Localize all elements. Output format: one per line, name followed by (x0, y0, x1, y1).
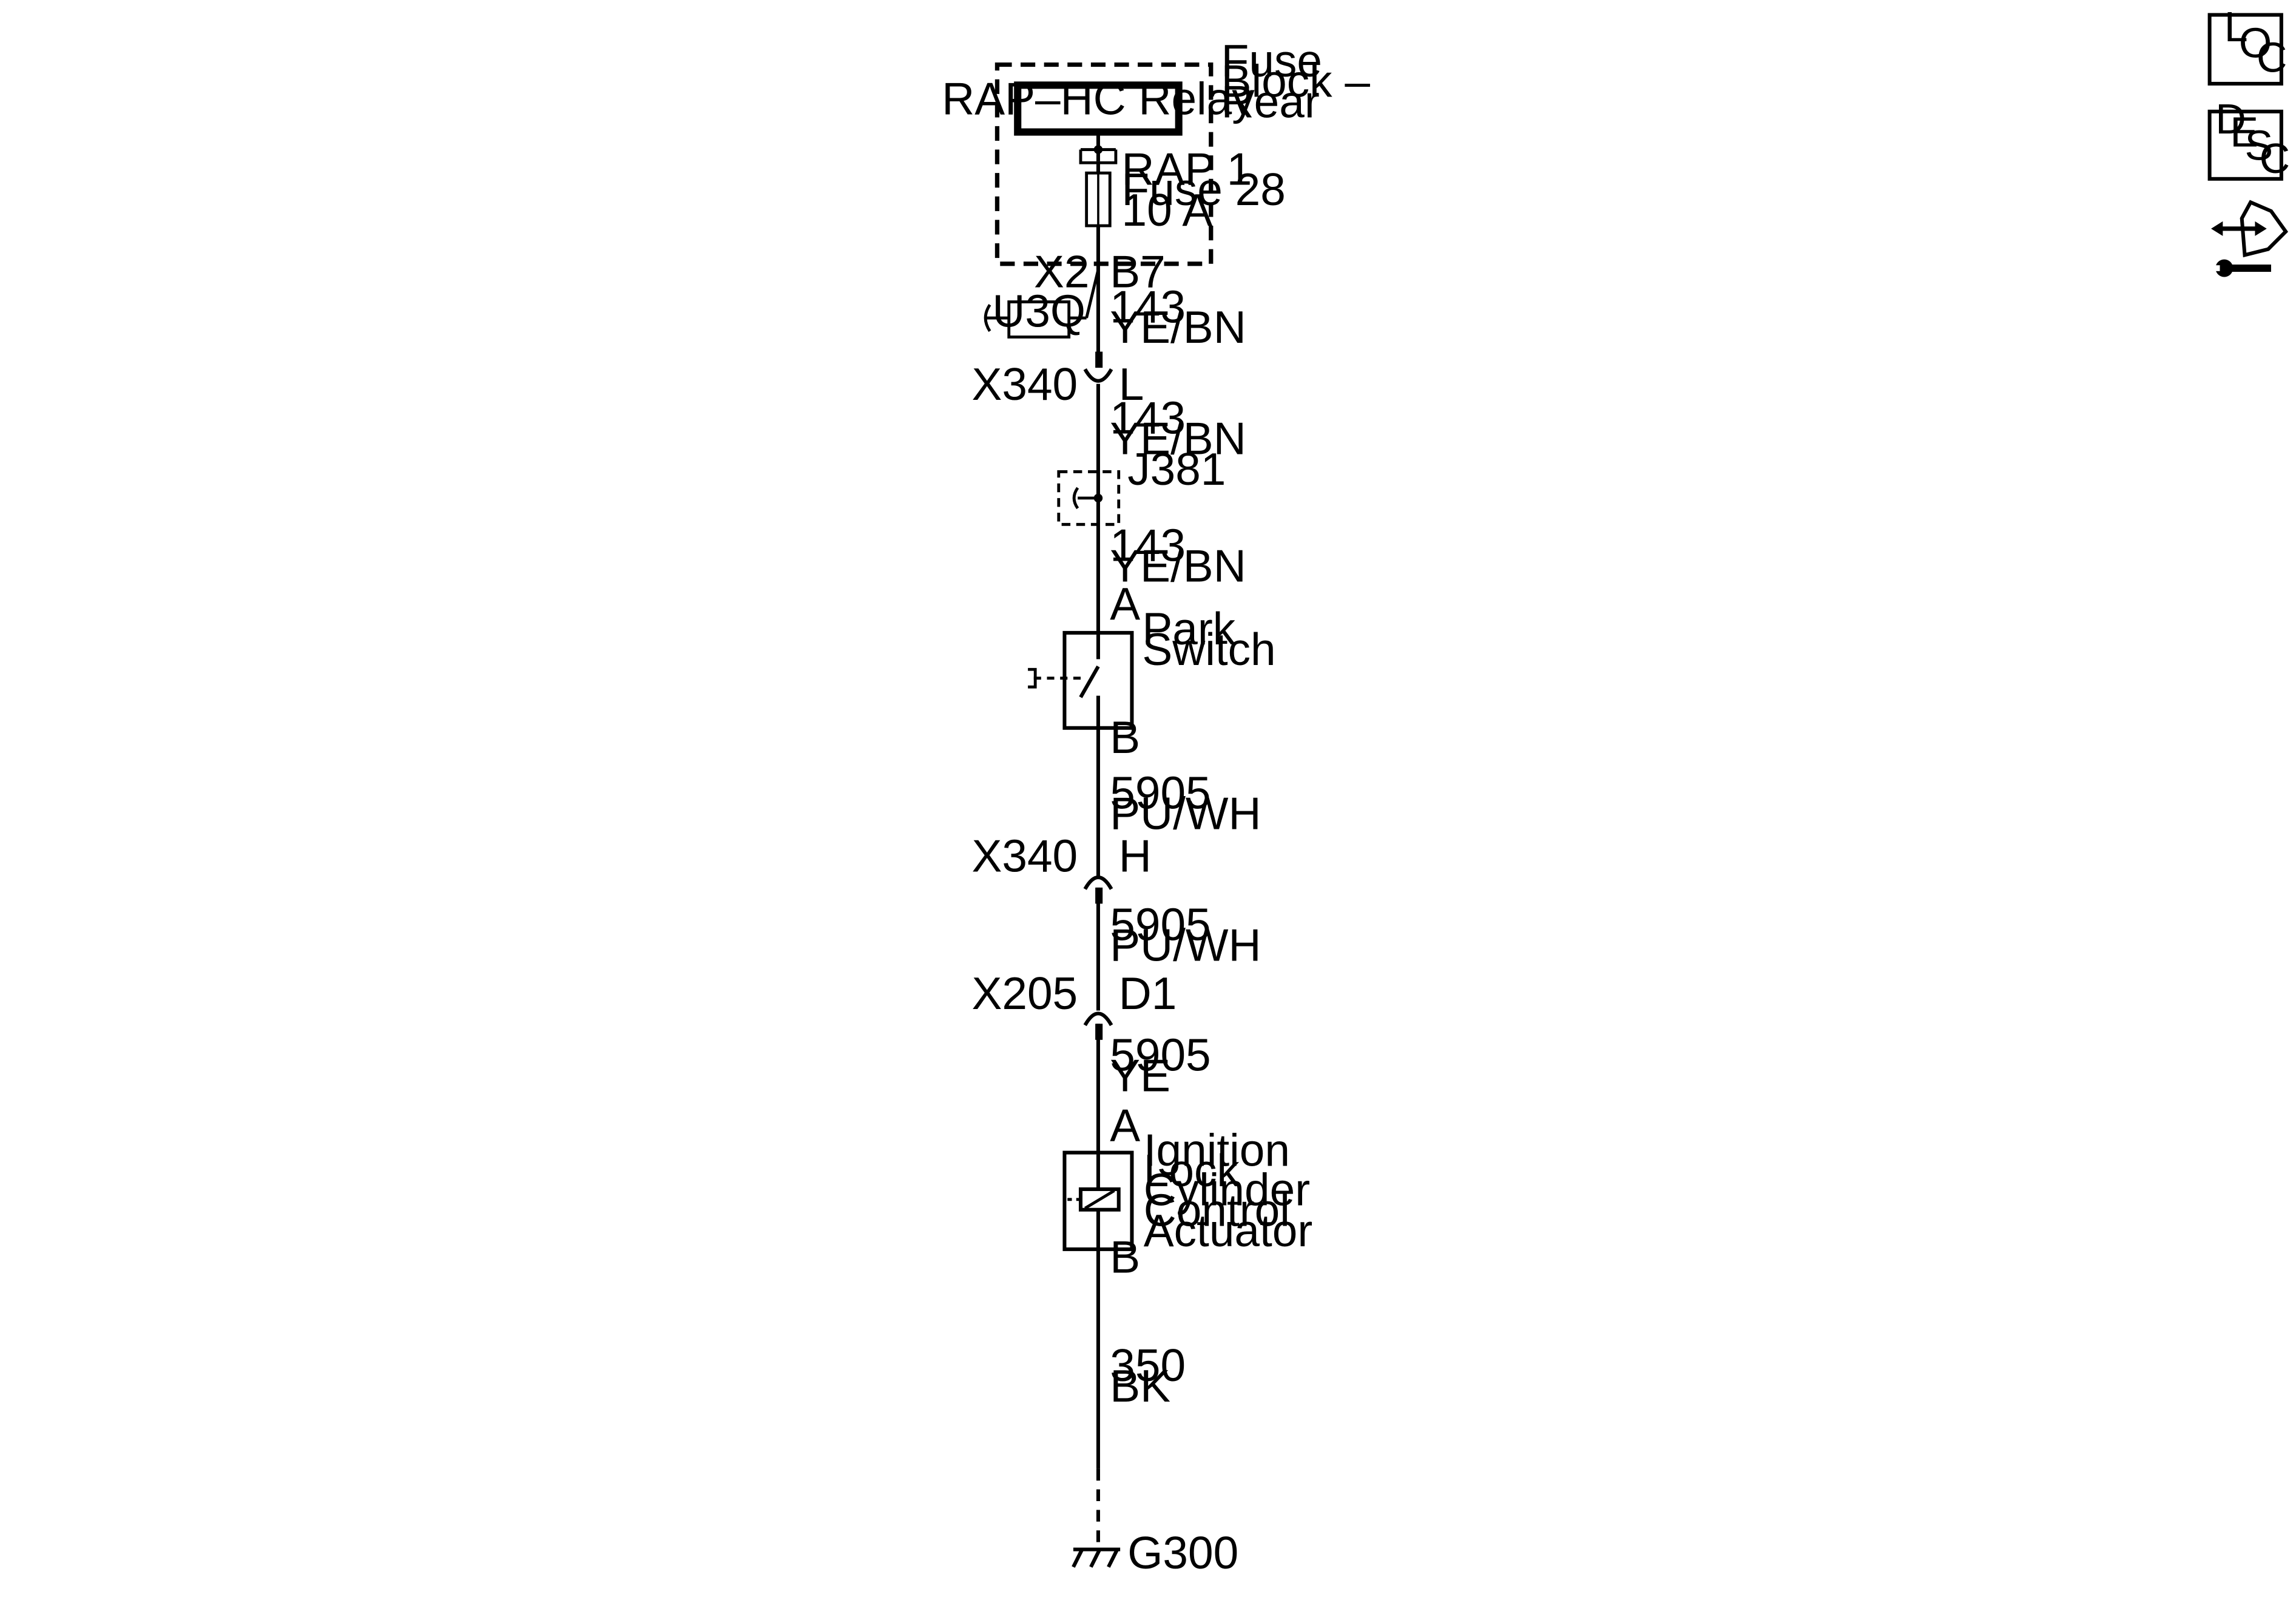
wire-2-color: YE/BN (1110, 413, 1246, 464)
fuse-label-line1: RAP 1 (1122, 143, 1252, 194)
wire-7-color: BK (1110, 1360, 1170, 1411)
wire-5-color: PU/WH (1110, 919, 1261, 970)
option-u3q[interactable]: U3Q (984, 269, 1100, 339)
connector-x340-h-pin: H (1119, 830, 1152, 881)
loc-button[interactable]: L O C (2207, 3, 2288, 86)
wire-350-bk[interactable]: 350 BK (1110, 1340, 1186, 1411)
connector-x205-d1[interactable]: X205 D1 (971, 968, 1177, 1040)
wire-6-circuit: 5905 (1110, 1029, 1210, 1080)
actuator-pin-b: B (1110, 1232, 1140, 1283)
wire-5-circuit: 5905 (1110, 899, 1210, 950)
park-switch-label-line2: Switch (1142, 624, 1275, 675)
relay-label: RAP–HC Relay (942, 73, 1255, 124)
fuse-label-line3: 10 A (1122, 184, 1213, 235)
wire-5905-pu-wh-1[interactable]: 5905 PU/WH (1110, 768, 1261, 839)
splice-j381[interactable]: J381 (1057, 444, 1226, 526)
fuse-block-label-line2: Block – (1221, 56, 1371, 107)
fuse-label-line2: Fuse 28 (1122, 164, 1286, 215)
wire-1-color: YE/BN (1110, 302, 1246, 353)
ignition-lock-cylinder-control-actuator[interactable]: A Ignition Lock Cylinder Control Actuato… (1062, 1099, 1313, 1283)
connector-x340-h-name: X340 (971, 830, 1078, 881)
splice-j381-label: J381 (1127, 444, 1226, 495)
wire-6-color: YE (1110, 1050, 1170, 1101)
park-switch[interactable]: A Park Switch B (1028, 578, 1276, 763)
loc-letter-l: L (2224, 3, 2248, 50)
actuator-label-line5: Actuator (1144, 1205, 1313, 1256)
desc-letter-d: D (2215, 95, 2246, 143)
park-switch-pin-b: B (1110, 712, 1140, 763)
actuator-label-line4: Control (1144, 1184, 1290, 1235)
actuator-label-line2: Lock (1144, 1145, 1240, 1196)
wire-3-circuit: 143 (1110, 520, 1186, 571)
fuse-block-rear[interactable]: Fuse Block – Rear (994, 35, 1371, 266)
ground-g300[interactable]: G300 (1072, 1527, 1238, 1578)
wire-3-color: YE/BN (1110, 540, 1246, 591)
loc-letter-o: O (2239, 19, 2272, 66)
desc-letter-e: E (2230, 109, 2258, 156)
rap-hc-relay[interactable]: RAP–HC Relay (942, 73, 1255, 136)
connector-x340-l-pin: L (1119, 359, 1144, 410)
park-switch-pin-a: A (1110, 578, 1140, 629)
wire-4-color: PU/WH (1110, 788, 1261, 839)
desc-letter-c: C (2260, 135, 2291, 182)
wire-143-ye-bn-2[interactable]: 143 YE/BN (1110, 393, 1246, 464)
connector-x205-d1-pin: D1 (1119, 968, 1177, 1019)
wire-2-circuit: 143 (1110, 393, 1186, 444)
wire-5905-ye[interactable]: 5905 YE (1110, 1029, 1210, 1101)
ground-label: G300 (1127, 1527, 1238, 1578)
wire-1-circuit: 143 (1110, 281, 1186, 332)
actuator-label-line1: Ignition (1144, 1124, 1290, 1175)
loc-letter-c: C (2257, 34, 2288, 81)
park-switch-label-line1: Park (1142, 603, 1235, 654)
wire-143-ye-bn-1[interactable]: 143 YE/BN (1110, 281, 1246, 353)
wire-4-circuit: 5905 (1110, 768, 1210, 819)
connector-x340-l-name: X340 (971, 359, 1078, 410)
fuse-block-label-line3: Rear (1221, 76, 1320, 127)
wire-7-circuit: 350 (1110, 1340, 1186, 1391)
connector-x2-pin: B7 (1110, 246, 1165, 297)
connector-x2-name: X2 (1034, 246, 1089, 297)
connector-x205-d1-name: X205 (971, 968, 1078, 1019)
fuse-28[interactable]: RAP 1 Fuse 28 10 A (1085, 143, 1286, 235)
wire-5905-pu-wh-2[interactable]: 5905 PU/WH (1110, 899, 1261, 971)
actuator-pin-a: A (1110, 1099, 1140, 1150)
wire-143-ye-bn-3[interactable]: 143 YE/BN (1110, 520, 1246, 592)
connector-end-view-icon[interactable] (2209, 200, 2289, 277)
desc-letter-s: S (2245, 121, 2274, 169)
connector-x340-l[interactable]: X340 L (971, 351, 1144, 410)
desc-button[interactable]: D E S C (2207, 95, 2291, 182)
connector-x340-h[interactable]: X340 H (971, 830, 1152, 904)
fuse-block-label-line1: Fuse (1221, 35, 1322, 86)
option-u3q-label: U3Q (992, 286, 1086, 337)
actuator-label-line3: Cylinder (1144, 1164, 1310, 1215)
